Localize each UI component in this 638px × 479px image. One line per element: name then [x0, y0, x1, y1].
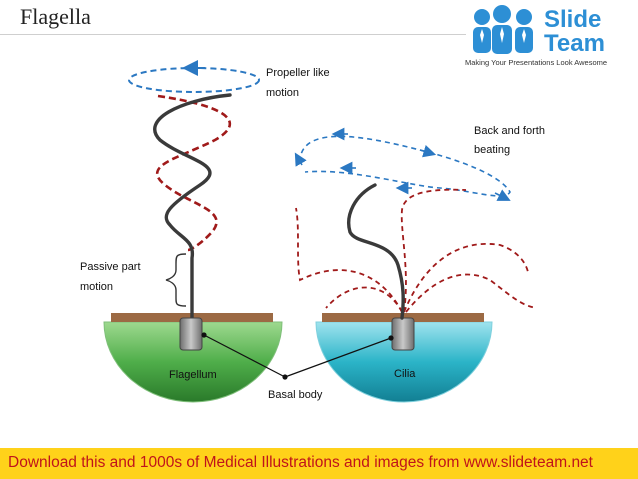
slideteam-logo: Slide Team Making Your Presentations Loo… — [464, 2, 634, 70]
label-back-forth-line2: beating — [474, 144, 511, 156]
download-banner: Download this and 1000s of Medical Illus… — [0, 448, 638, 479]
flagellum-motion-envelope — [156, 94, 231, 252]
logo-brand-team: Team — [544, 30, 605, 57]
label-back-forth-line1: Back and forth — [474, 125, 545, 137]
label-propeller-line2: motion — [266, 87, 300, 99]
flagellum-basal-body — [179, 317, 203, 351]
label-passive-line1: Passive part — [80, 261, 141, 273]
cilia-basal-body — [391, 317, 415, 351]
flagella-diagram — [103, 60, 537, 403]
label-basal-body: Basal body — [268, 389, 323, 401]
title-divider — [0, 34, 466, 35]
label-cilia: Cilia — [394, 368, 416, 380]
people-icon — [473, 5, 533, 54]
label-flagellum: Flagellum — [169, 369, 217, 381]
propeller-motion-path — [128, 67, 260, 93]
page-title: Flagella — [20, 4, 91, 29]
cilia-beating-path — [299, 135, 511, 197]
flagellum-filament — [153, 93, 232, 322]
basal-body-pointers — [203, 334, 392, 378]
cilium-filament — [347, 183, 405, 320]
download-banner-text[interactable]: Download this and 1000s of Medical Illus… — [8, 454, 593, 471]
label-passive-line2: motion — [80, 281, 114, 293]
logo-tagline: Making Your Presentations Look Awesome — [465, 58, 608, 67]
label-propeller-line1: Propeller like — [266, 67, 330, 79]
logo-brand-slide: Slide — [544, 6, 602, 33]
cilia-motion-traces — [295, 188, 537, 313]
passive-motion-brace — [165, 253, 187, 307]
